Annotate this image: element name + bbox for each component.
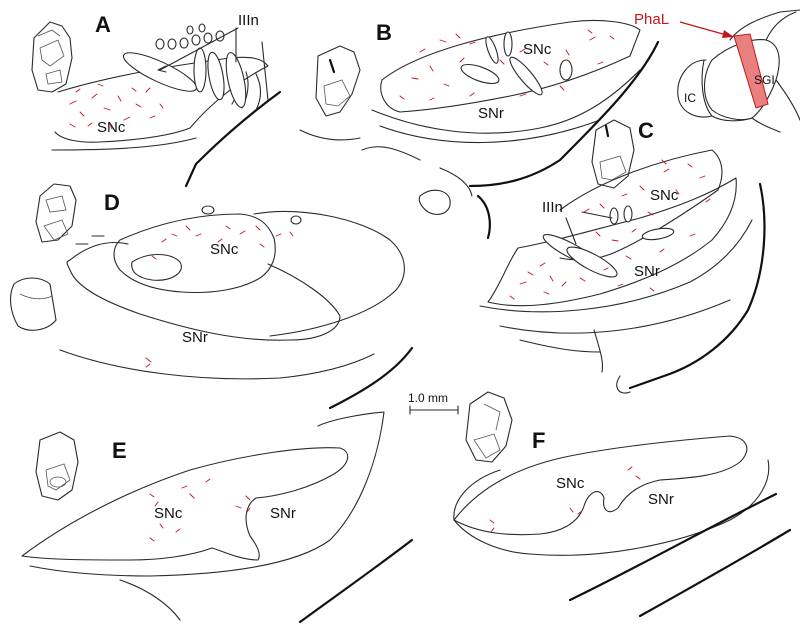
panel-c-iiin-label: IIIn	[542, 199, 563, 216]
panel-d: D SNc SNr	[9, 183, 414, 410]
panel-c-letter: C	[638, 118, 654, 143]
panel-d-fibers	[145, 225, 294, 368]
panel-a-fibers	[69, 83, 164, 130]
panel-f-letter: F	[532, 428, 545, 453]
panel-c-iiin-pointer	[565, 211, 613, 245]
scale-bar-label: 1.0 mm	[408, 391, 448, 405]
panel-d-snr-label: SNr	[182, 329, 208, 346]
panel-d-side-blob	[9, 277, 57, 331]
phal-arrowhead	[722, 30, 734, 38]
panel-e: E SNc SNr	[21, 411, 414, 624]
panel-e-snr-label: SNr	[270, 505, 296, 522]
panel-f: F SNc SNr	[453, 391, 792, 618]
ic-label: IC	[684, 91, 696, 105]
panel-b-snc-label: SNc	[523, 41, 552, 58]
panel-a-iiin-pointer	[159, 27, 239, 71]
panel-a: A IIIn SNc	[31, 12, 282, 188]
phal-arrow	[679, 21, 731, 37]
panel-b-snc-outline	[380, 19, 641, 113]
panel-a-midline	[184, 90, 282, 188]
panel-d-thumbnail	[35, 183, 77, 243]
panel-f-snc-label: SNc	[556, 475, 585, 492]
phal-label: PhaL	[634, 11, 669, 28]
panel-a-iiin-nerve	[122, 23, 247, 108]
panel-e-letter: E	[112, 438, 127, 463]
panel-d-snr-outline	[66, 242, 341, 341]
injection-inset: PhaL SGI IC	[634, 9, 800, 133]
panel-c-thumbnail	[591, 119, 635, 189]
panel-c-snc-label: SNc	[650, 187, 679, 204]
panel-b-iiin-nerve	[460, 31, 573, 96]
panel-b: B SNc SNr	[299, 19, 660, 240]
panel-c: C IIIn SNc SNr	[479, 118, 766, 394]
panel-b-midline	[468, 40, 660, 188]
panel-a-thumbnail	[31, 21, 73, 93]
panel-c-fibers	[509, 159, 711, 300]
panel-d-snc-outline	[113, 213, 276, 294]
phal-injection-site	[733, 33, 769, 109]
panel-c-midline	[628, 182, 766, 390]
panel-c-snr-outline	[487, 177, 737, 307]
panel-e-sn-outline	[21, 447, 349, 561]
panel-d-letter: D	[104, 190, 120, 215]
panel-c-snr-label: SNr	[634, 263, 660, 280]
panel-b-fibers	[399, 29, 615, 101]
panel-e-fibers	[149, 478, 251, 542]
panel-e-thumbnail	[35, 431, 79, 501]
sgi-label: SGI	[754, 73, 775, 87]
panel-d-snc-label: SNc	[210, 241, 239, 258]
panel-b-snr-label: SNr	[478, 105, 504, 122]
panel-b-letter: B	[376, 20, 392, 45]
scale-bar: 1.0 mm	[408, 391, 459, 415]
panel-e-snc-label: SNc	[154, 505, 183, 522]
panel-f-sn-outline	[453, 435, 748, 536]
panel-f-fibers	[489, 466, 641, 533]
panel-a-iiin-label: IIIn	[238, 12, 259, 29]
panel-f-snr-label: SNr	[648, 491, 674, 508]
panel-f-thumbnail	[465, 391, 513, 463]
panel-c-snc-outline	[559, 149, 723, 261]
panel-b-thumbnail	[315, 45, 361, 117]
panel-a-letter: A	[95, 12, 111, 37]
